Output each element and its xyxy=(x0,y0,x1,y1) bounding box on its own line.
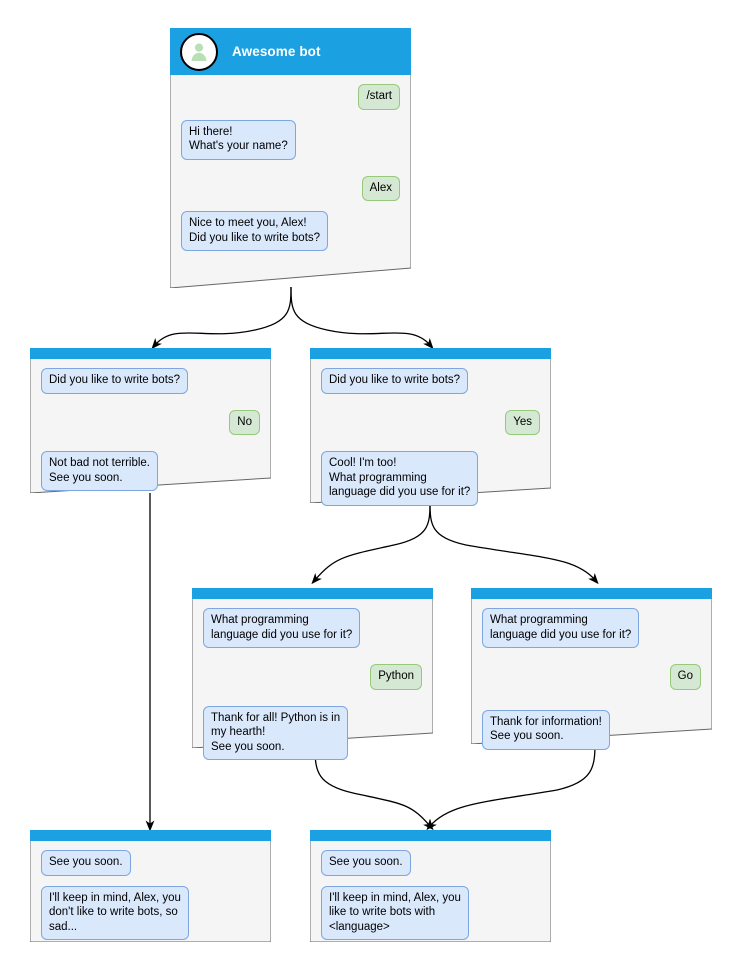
edge-go-to-endyes xyxy=(426,743,596,831)
bot-message-bubble: Did you like to write bots? xyxy=(321,368,469,394)
card-header xyxy=(30,830,271,841)
spacer xyxy=(321,394,540,410)
bot-message-bubble: Thank for all! Python is in my hearth! S… xyxy=(203,705,349,760)
bot-message-bubble: What programming language did you use fo… xyxy=(203,608,361,648)
card-content: What programming language did you use fo… xyxy=(471,588,712,750)
user-message-bubble: Go xyxy=(669,664,701,690)
person-glyph-icon xyxy=(191,43,207,61)
card-header xyxy=(310,830,551,841)
edge-root-to-no xyxy=(151,286,292,350)
message-row: Nice to meet you, Alex! Did you like to … xyxy=(181,211,400,251)
user-message-bubble: /start xyxy=(358,84,400,110)
spacer xyxy=(321,876,540,886)
spacer xyxy=(181,110,400,120)
message-row: I'll keep in mind, Alex, you don't like … xyxy=(41,885,260,940)
message-row: Did you like to write bots? xyxy=(321,368,540,394)
user-message-bubble: No xyxy=(229,409,260,435)
message-list: Did you like to write bots? Yes Cool! I'… xyxy=(310,359,551,506)
spacer xyxy=(181,160,400,176)
message-row: I'll keep in mind, Alex, you like to wri… xyxy=(321,885,540,940)
message-row: Did you like to write bots? xyxy=(41,368,260,394)
bot-message-bubble: Hi there! What's your name? xyxy=(181,119,296,160)
message-row: Cool! I'm too! What programming language… xyxy=(321,451,540,506)
message-list: What programming language did you use fo… xyxy=(192,599,433,760)
card-header xyxy=(30,348,271,359)
bot-message-bubble: Thank for information! See you soon. xyxy=(482,709,610,750)
message-list: See you soon. I'll keep in mind, Alex, y… xyxy=(30,841,271,940)
card-content: What programming language did you use fo… xyxy=(192,588,433,760)
bot-message-bubble: I'll keep in mind, Alex, you don't like … xyxy=(41,885,189,940)
message-row: Not bad not terrible. See you soon. xyxy=(41,451,260,491)
edge-yes-to-python xyxy=(311,501,431,585)
bot-message-bubble: Nice to meet you, Alex! Did you like to … xyxy=(181,211,329,251)
chat-card-end-no: See you soon. I'll keep in mind, Alex, y… xyxy=(30,830,271,942)
spacer xyxy=(482,648,701,664)
user-message-bubble: Yes xyxy=(505,409,540,435)
spacer xyxy=(41,876,260,886)
message-row: What programming language did you use fo… xyxy=(482,608,701,648)
user-message-bubble: Python xyxy=(370,664,422,690)
chat-card-root: Awesome bot /start Hi there! What's your… xyxy=(170,28,411,288)
message-row: Hi there! What's your name? xyxy=(181,119,400,160)
spacer xyxy=(321,435,540,451)
spacer xyxy=(41,394,260,410)
message-list: What programming language did you use fo… xyxy=(471,599,712,750)
bot-message-bubble: Cool! I'm too! What programming language… xyxy=(321,451,479,506)
message-row: Thank for information! See you soon. xyxy=(482,709,701,750)
card-header xyxy=(310,348,551,359)
message-row: Thank for all! Python is in my hearth! S… xyxy=(203,705,422,760)
bot-message-bubble: I'll keep in mind, Alex, you like to wri… xyxy=(321,885,469,940)
message-row: See you soon. xyxy=(41,850,260,876)
message-list: Did you like to write bots? No Not bad n… xyxy=(30,359,271,491)
bot-message-bubble: What programming language did you use fo… xyxy=(482,608,640,648)
message-row: /start xyxy=(181,84,400,110)
card-content: See you soon. I'll keep in mind, Alex, y… xyxy=(30,830,271,940)
edge-yes-to-go xyxy=(429,501,599,585)
chat-card-end-yes: See you soon. I'll keep in mind, Alex, y… xyxy=(310,830,551,942)
message-row: What programming language did you use fo… xyxy=(203,608,422,648)
chat-card-python-branch: What programming language did you use fo… xyxy=(192,588,433,760)
spacer xyxy=(203,690,422,706)
message-row: Yes xyxy=(321,409,540,435)
message-list: See you soon. I'll keep in mind, Alex, y… xyxy=(310,841,551,940)
message-list: /start Hi there! What's your name? Alex … xyxy=(170,75,411,251)
message-row: See you soon. xyxy=(321,850,540,876)
person-avatar-icon xyxy=(180,32,218,71)
card-header xyxy=(192,588,433,599)
bot-message-bubble: See you soon. xyxy=(321,850,411,876)
bot-message-bubble: Did you like to write bots? xyxy=(41,368,189,394)
card-content: Awesome bot /start Hi there! What's your… xyxy=(170,28,411,251)
spacer xyxy=(41,435,260,451)
spacer xyxy=(181,201,400,211)
card-content: Did you like to write bots? Yes Cool! I'… xyxy=(310,348,551,506)
bot-name-label: Awesome bot xyxy=(232,44,321,59)
user-message-bubble: Alex xyxy=(361,175,400,201)
spacer xyxy=(482,690,701,710)
message-row: Python xyxy=(203,664,422,690)
bot-message-bubble: See you soon. xyxy=(41,850,131,876)
message-row: No xyxy=(41,409,260,435)
card-content: See you soon. I'll keep in mind, Alex, y… xyxy=(310,830,551,940)
message-row: Go xyxy=(482,664,701,690)
card-content: Did you like to write bots? No Not bad n… xyxy=(30,348,271,491)
card-header: Awesome bot xyxy=(170,28,411,75)
chat-card-yes-branch: Did you like to write bots? Yes Cool! I'… xyxy=(310,348,551,506)
chat-card-go-branch: What programming language did you use fo… xyxy=(471,588,712,750)
spacer xyxy=(203,648,422,664)
edge-root-to-yes xyxy=(290,286,434,350)
message-row: Alex xyxy=(181,175,400,201)
bot-message-bubble: Not bad not terrible. See you soon. xyxy=(41,451,159,491)
chat-card-no-branch: Did you like to write bots? No Not bad n… xyxy=(30,348,271,493)
card-header xyxy=(471,588,712,599)
